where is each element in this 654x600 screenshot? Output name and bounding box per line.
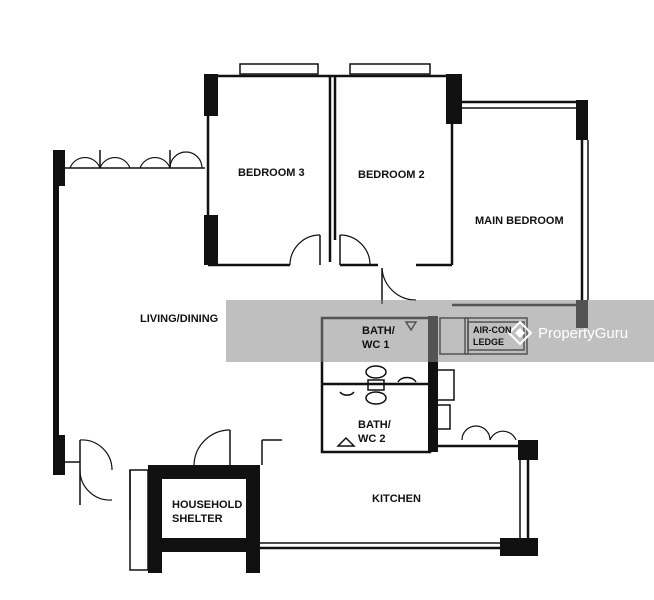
doors (69, 150, 517, 505)
main-bedroom-label: MAIN BEDROOM (475, 215, 564, 227)
watermark-text: PropertyGuru (538, 325, 628, 342)
shelter-label-line2: SHELTER (172, 513, 223, 525)
shelter-label-line1: HOUSEHOLD (172, 499, 242, 511)
bath-fixtures (339, 365, 417, 405)
aircon-label-line2: LEDGE (473, 337, 504, 347)
kitchen-label: KITCHEN (372, 493, 421, 505)
bath1-label-line2: WC 1 (362, 339, 390, 351)
watermark: PropertyGuru (226, 300, 654, 362)
bath2-label-line1: BATH/ (358, 419, 391, 431)
aircon-label-line1: AIR-CON (473, 325, 512, 335)
bath1-label-line1: BATH/ (362, 325, 395, 337)
propertyguru-logo-icon (507, 320, 533, 346)
bedroom3-label: BEDROOM 3 (238, 167, 305, 179)
living-dining-label: LIVING/DINING (140, 313, 218, 325)
walls (53, 63, 589, 573)
bedroom2-label: BEDROOM 2 (358, 169, 425, 181)
room-labels: BEDROOM 3 BEDROOM 2 MAIN BEDROOM LIVING/… (140, 167, 564, 525)
bath2-label-line2: WC 2 (358, 433, 386, 445)
